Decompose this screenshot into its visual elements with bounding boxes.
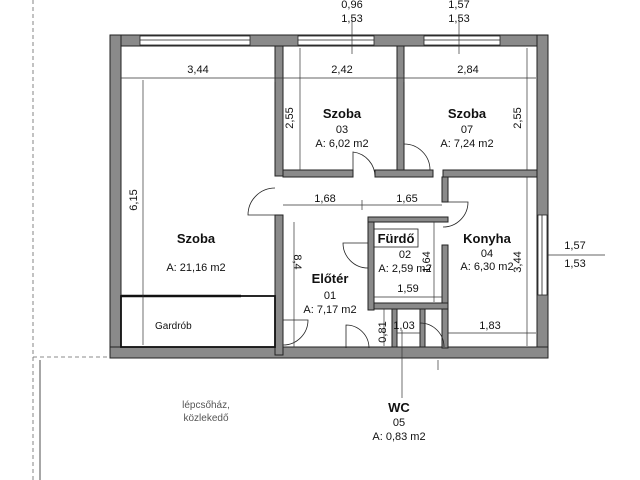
dim-344-top: 3,44: [187, 64, 208, 76]
dim-164: 1,64: [421, 251, 433, 272]
staircase-label-line2: közlekedő: [183, 413, 228, 424]
room-konyha-name: Konyha: [463, 231, 511, 246]
dim-255-right: 2,55: [512, 107, 524, 128]
side-mark-b: 1,53: [564, 258, 585, 270]
doors: [247, 143, 469, 349]
room-wc-area: A: 0,83 m2: [372, 431, 425, 443]
interior-walls: [274, 45, 538, 356]
staircase-label-line1: lépcsőház,: [182, 400, 230, 411]
top-mark-1a: 0,96: [341, 0, 362, 11]
wardrobe-outline: [120, 295, 276, 348]
dimension-lines: [121, 18, 605, 398]
dim-615: 6,15: [128, 189, 140, 210]
room-eloter-name: Előtér: [312, 271, 349, 286]
dim-255-left: 2,55: [284, 107, 296, 128]
dim-081: 0,81: [377, 321, 389, 342]
top-mark-1b: 1,53: [341, 13, 362, 25]
room-szoba-07-name: Szoba: [448, 106, 487, 121]
gardrob-label: Gardrób: [155, 321, 192, 332]
room-furdo-number: 02: [399, 249, 411, 261]
room-szoba-03-name: Szoba: [323, 106, 362, 121]
room-furdo-area: A: 2,59 m2: [378, 263, 431, 275]
dim-165: 1,65: [396, 193, 417, 205]
dim-84: 8,4: [291, 254, 303, 269]
room-szoba-big-area: A: 21,16 m2: [166, 262, 225, 274]
room-wc-number: 05: [393, 417, 405, 429]
side-mark-a: 1,57: [564, 240, 585, 252]
dim-103: 1,03: [393, 320, 414, 332]
dim-344-kitchen: 3,44: [512, 251, 524, 272]
room-eloter-area: A: 7,17 m2: [303, 304, 356, 316]
room-szoba-03-area: A: 6,02 m2: [315, 138, 368, 150]
room-konyha-area: A: 6,30 m2: [460, 261, 513, 273]
room-szoba-03-number: 03: [336, 124, 348, 136]
furdo-label-box: [373, 228, 419, 248]
room-konyha-number: 04: [481, 248, 493, 260]
dim-242: 2,42: [331, 64, 352, 76]
room-szoba-07-number: 07: [461, 124, 473, 136]
dim-159: 1,59: [397, 283, 418, 295]
room-eloter-number: 01: [324, 290, 336, 302]
dim-183: 1,83: [479, 320, 500, 332]
top-mark-2a: 1,57: [448, 0, 469, 11]
room-wc-name: WC: [388, 400, 410, 415]
top-mark-2b: 1,53: [448, 13, 469, 25]
room-szoba-07-area: A: 7,24 m2: [440, 138, 493, 150]
room-szoba-big-name: Szoba: [177, 231, 216, 246]
dim-284: 2,84: [457, 64, 478, 76]
windows: [139, 35, 548, 296]
room-furdo-name: Fürdő: [378, 231, 415, 246]
dim-168: 1,68: [314, 193, 335, 205]
